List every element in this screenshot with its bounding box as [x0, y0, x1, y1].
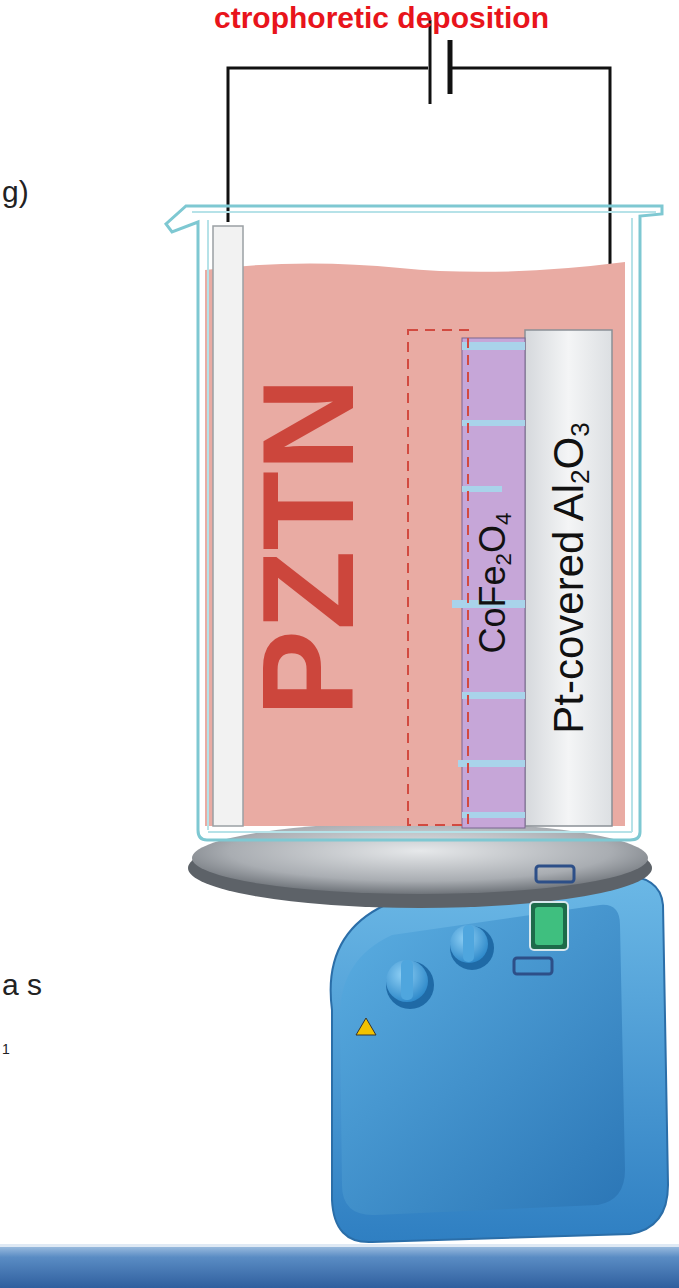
knob-grip — [401, 960, 413, 1000]
layer-label: PZTN — [243, 377, 373, 716]
footer-line — [0, 1244, 679, 1247]
indicator — [514, 958, 552, 974]
beaker — [166, 206, 662, 840]
substrate-electrode: Pt-covered Al2O3 — [525, 330, 612, 826]
indicator — [536, 866, 574, 882]
layer-label: CoFe2O4 — [476, 513, 512, 654]
slide-title: ctrophoretic deposition — [214, 1, 549, 34]
beaker-glass-inner — [192, 212, 656, 832]
cofe2o4-layer — [462, 338, 525, 828]
cut-off-text: a s — [2, 968, 42, 1001]
battery-plate — [448, 40, 453, 94]
knob — [450, 925, 488, 963]
suspension-region: PZTN — [210, 272, 405, 822]
stirrer-body — [331, 876, 668, 1243]
knob-shadow — [450, 926, 494, 970]
power-switch — [530, 902, 568, 950]
layer-pores — [452, 342, 525, 818]
stirrer-front — [340, 905, 625, 1215]
warning-sign — [356, 1018, 376, 1035]
deposition-zone — [408, 330, 468, 825]
layer-label: Pt-covered Al2O3 — [548, 422, 590, 733]
footnote-number: 1 — [2, 1042, 10, 1057]
pt-substrate — [525, 330, 612, 826]
ferrite-layer: CoFe2O4 — [462, 338, 525, 828]
knob — [386, 960, 428, 1002]
footer-bar — [0, 1244, 679, 1288]
magnetic-stirrer — [188, 822, 668, 1242]
knob-grip — [463, 925, 474, 962]
beaker-glass — [166, 206, 662, 840]
wire — [228, 68, 428, 222]
knob-shadow — [386, 961, 434, 1009]
power-switch — [535, 907, 563, 945]
suspension-liquid — [205, 262, 625, 826]
cut-off-text: g) — [2, 175, 29, 208]
